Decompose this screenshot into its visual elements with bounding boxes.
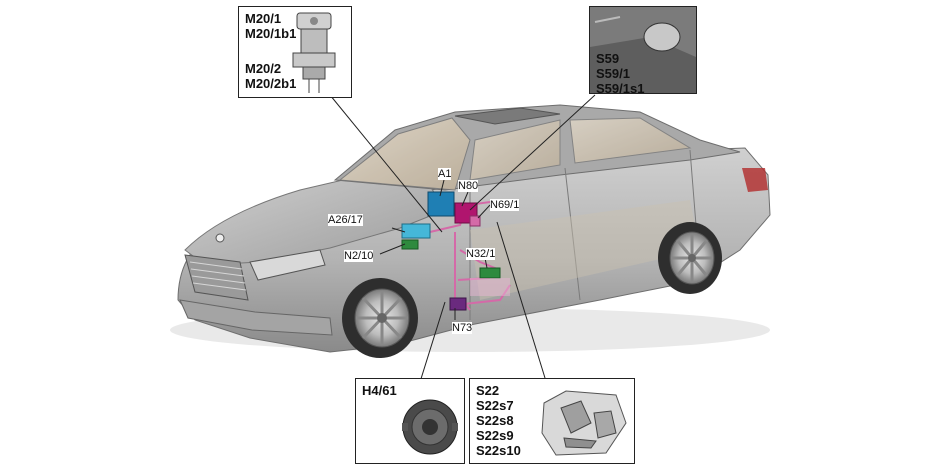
module-n2-10 [401, 239, 419, 250]
callout-a1: A1 [438, 168, 452, 180]
inset-speaker: H4/61 [355, 378, 465, 464]
headlight [249, 249, 326, 281]
label-s22s10: S22s10 [476, 443, 521, 458]
callout-a26-17: A26/17 [328, 214, 363, 226]
module-a26-17 [401, 223, 431, 239]
module-n32-1 [479, 267, 501, 279]
label-m20-1b1: M20/1b1 [245, 26, 297, 41]
label-s59: S59 [596, 51, 620, 66]
interior-floor [470, 200, 700, 300]
speaker-labels: H4/61 [362, 383, 397, 398]
module-n69-1 [469, 215, 481, 227]
tail-light [742, 168, 768, 192]
motor-labels: M20/1 M20/1b1 M20/2 M20/2b1 [245, 11, 296, 91]
callout-n69-1: N69/1 [490, 199, 520, 211]
label-m20-2: M20/2 [245, 61, 282, 76]
switch-picture [590, 7, 696, 93]
label-m20-1: M20/1 [245, 11, 282, 26]
label-h4-61: H4/61 [362, 383, 397, 398]
label-s59-1s1: S59/1s1 [596, 81, 645, 96]
seat-switch-labels: S22 S22s7 S22s8 S22s9 S22s10 [476, 383, 521, 458]
module-n73 [449, 297, 467, 311]
inset-switch-top: S59 S59/1 S59/1s1 [589, 6, 697, 96]
rear-hub [688, 254, 696, 262]
motor-picture [292, 12, 336, 93]
inset-seat-switch: S22 S22s7 S22s8 S22s9 S22s10 [469, 378, 635, 464]
leader-lines [329, 94, 596, 383]
callout-n80: N80 [458, 180, 479, 192]
front-side-window [469, 119, 561, 181]
label-s59-1: S59/1 [596, 66, 630, 81]
front-hub [377, 313, 387, 323]
sunroof [454, 107, 561, 125]
speaker-picture [402, 399, 458, 455]
label-s22s8: S22s8 [476, 413, 514, 428]
inset-motor: M20/1 M20/1b1 M20/2 M20/2b1 [238, 6, 352, 98]
front-grille [184, 254, 249, 301]
seat-switch-location [470, 278, 510, 296]
grille-bars [189, 261, 247, 291]
label-s22s9: S22s9 [476, 428, 514, 443]
front-bumper [179, 299, 333, 336]
label-m20-2b1: M20/2b1 [245, 76, 297, 91]
module-a1 [427, 191, 455, 217]
label-s22: S22 [476, 383, 500, 398]
hood-star-emblem [215, 233, 225, 243]
label-s22s7: S22s7 [476, 398, 514, 413]
callout-n73: N73 [452, 322, 473, 334]
rear-side-window [569, 117, 692, 164]
callout-n32-1: N32/1 [466, 248, 496, 260]
windshield [338, 117, 471, 191]
switch-top-labels: S59 S59/1 S59/1s1 [596, 51, 644, 96]
seat-switch-picture [541, 390, 627, 456]
callout-n2-10: N2/10 [344, 250, 374, 262]
car-hood [184, 175, 446, 266]
